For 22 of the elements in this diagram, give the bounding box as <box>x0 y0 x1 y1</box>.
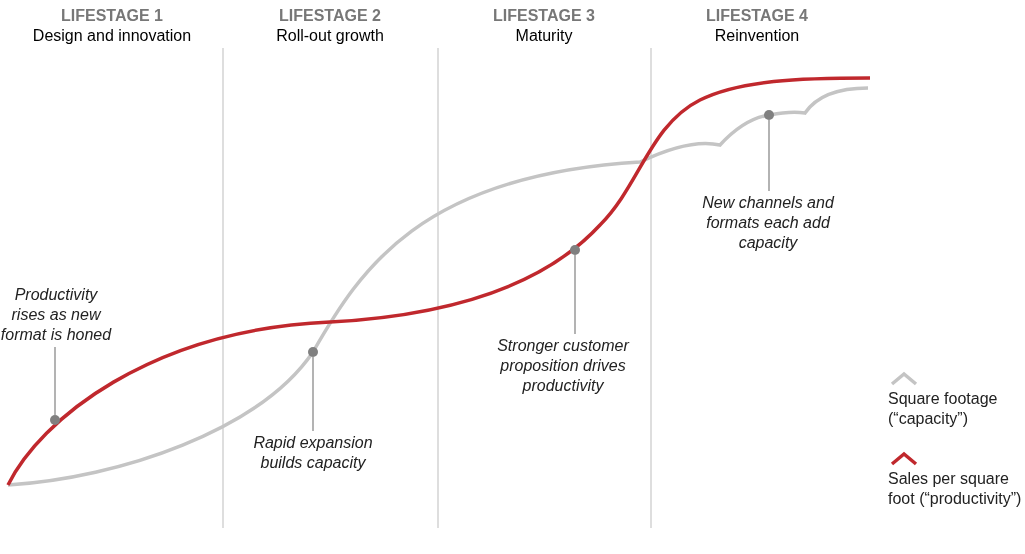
stage-heading: LIFESTAGE 3 <box>492 6 596 26</box>
marker-dot <box>50 415 60 425</box>
stage-subtitle: Roll-out growth <box>275 26 385 46</box>
marker-dot <box>570 245 580 255</box>
leader-line <box>54 346 56 416</box>
leader-line <box>574 254 576 335</box>
callout-text: New channels and formats each add capacity <box>688 193 848 253</box>
stage-subtitle: Design and innovation <box>31 26 193 46</box>
callout-text: Rapid expansion builds capacity <box>238 433 388 473</box>
marker-dot <box>308 347 318 357</box>
legend-text: Sales per square foot (“productivity”) <box>888 469 1023 509</box>
leader-line <box>312 356 314 432</box>
stage-heading: LIFESTAGE 2 <box>278 6 382 26</box>
legend-text: Square footage (“capacity”) <box>888 389 999 429</box>
stage-heading: LIFESTAGE 4 <box>705 6 809 26</box>
callout-text: Productivity rises as new format is honed <box>0 285 112 345</box>
stage-subtitle: Maturity <box>514 26 574 46</box>
stage-subtitle: Reinvention <box>713 26 801 46</box>
callout-text: Stronger customer proposition drives productivity <box>478 336 648 396</box>
leader-line <box>768 119 770 192</box>
marker-dot <box>764 110 774 120</box>
stage-heading: LIFESTAGE 1 <box>60 6 164 26</box>
